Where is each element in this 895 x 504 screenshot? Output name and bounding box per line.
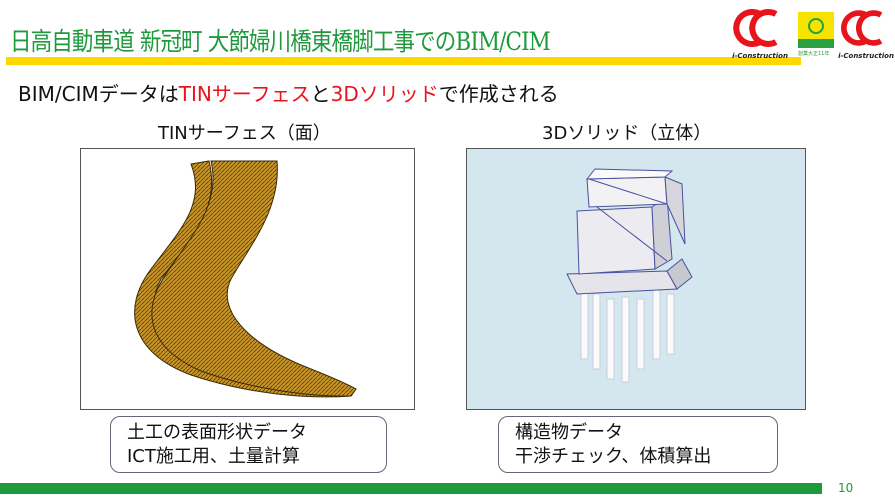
subtitle-text: で作成される [438,82,559,106]
3d-solid-image [466,148,806,410]
caption-line: 構造物データ [515,422,623,443]
page-number: 10 [838,481,854,495]
i-construction-logo: i-Construction [838,8,894,63]
subtitle: BIM/CIMデータはTINサーフェスと3Dソリッドで作成される [18,78,559,107]
subtitle-text: と [310,82,331,106]
caption-line: 土工の表面形状データ [127,422,307,443]
caption-line: ICT施工用、土量計算 [127,446,300,467]
subtitle-highlight-3d: 3Dソリッド [330,82,439,106]
3d-solid-label: 3Dソリッド（立体） [542,123,712,144]
slide-title: 日高自動車道 新冠町 大節婦川橋東橋脚工事でのBIM/CIM [10,27,551,56]
i-construction-logo: i-Construction [730,8,790,63]
company-logo: 創業大正11年 [798,12,838,60]
tin-surface-image [80,148,415,410]
3d-caption-box: 構造物データ 干渉チェック、体積算出 [498,416,778,473]
footer-bar [0,483,822,494]
logo-text: i-Construction [732,52,788,60]
title-underline [6,57,801,65]
tin-caption-box: 土工の表面形状データ ICT施工用、土量計算 [110,416,387,473]
tin-surface-label: TINサーフェス（面） [158,123,331,144]
caption-line: 干渉チェック、体積算出 [515,446,712,467]
logo-text: i-Construction [838,52,894,60]
subtitle-highlight-tin: TINサーフェス [178,82,311,106]
logo-text: 創業大正11年 [798,51,830,57]
subtitle-text: BIM/CIMデータは [18,82,179,106]
